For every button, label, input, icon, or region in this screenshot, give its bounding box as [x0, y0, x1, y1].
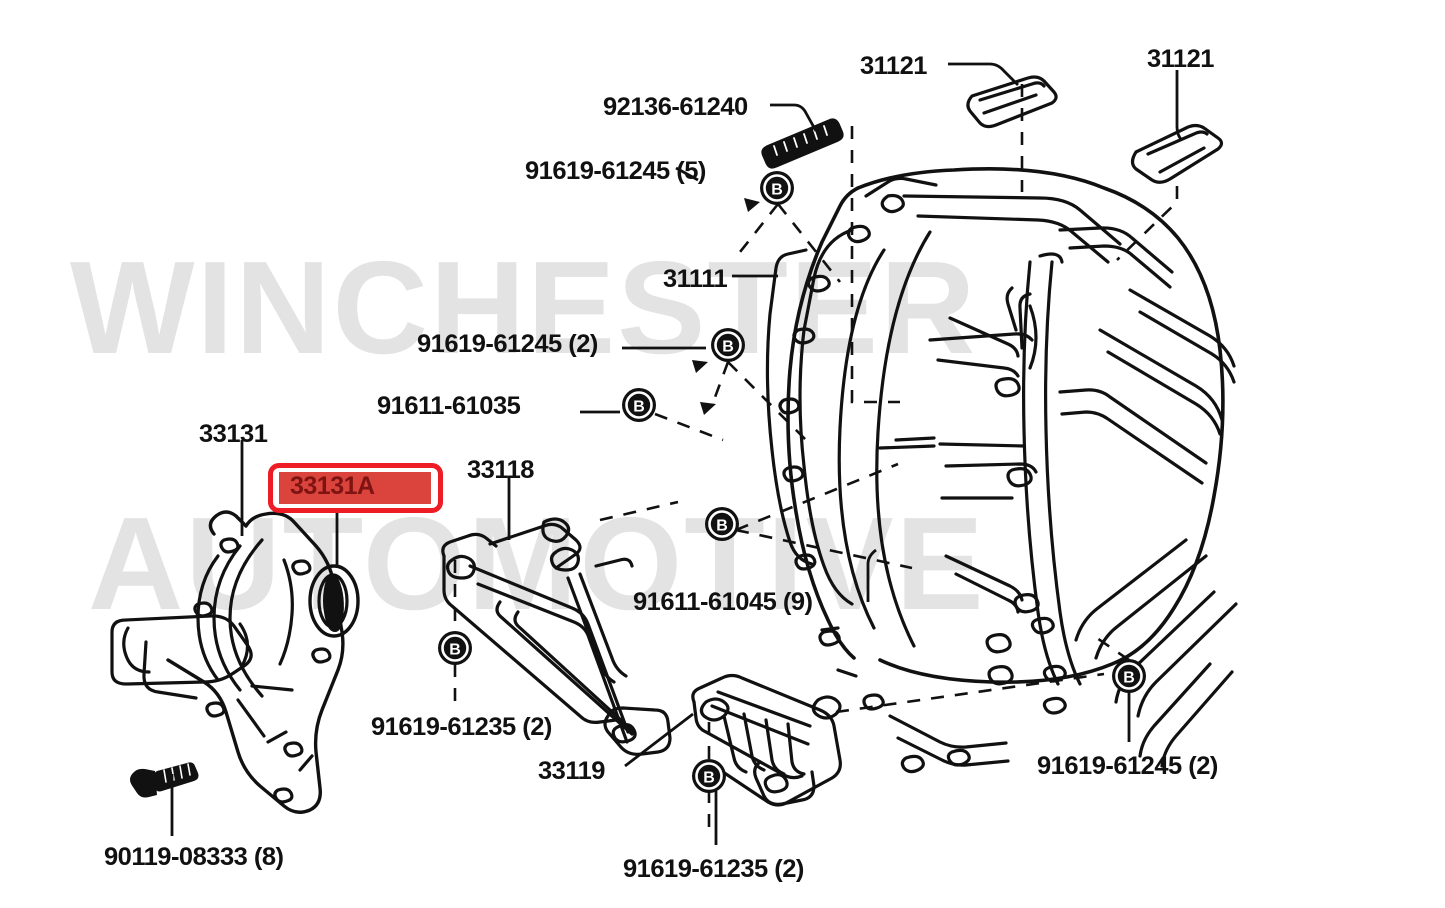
assembly-dashed-lines: [453, 84, 1179, 836]
label-91611-61035: 91611-61035: [377, 392, 521, 420]
svg-text:B: B: [633, 399, 645, 416]
dashed-arrowheads: [692, 198, 760, 415]
label-91619-61235-2-bot: 91619-61235 (2): [623, 855, 804, 883]
highlight-fill-33131A: [279, 472, 431, 504]
label-31121-left: 31121: [860, 52, 927, 80]
label-91619-61235-2-mid: 91619-61235 (2): [371, 713, 552, 741]
leader-lines-solid: [170, 62, 1183, 845]
part-33118-shift-lever-bracket: [441, 517, 672, 756]
label-91619-61245-5: 91619-61245 (5): [525, 157, 706, 185]
part-33131-bearing-retainer: [110, 510, 345, 814]
label-91611-61045-9: 91611-61045 (9): [633, 588, 813, 616]
label-33118: 33118: [467, 456, 534, 484]
svg-text:B: B: [716, 518, 728, 535]
svg-text:B: B: [771, 182, 783, 199]
part-31111-clutch-housing: [765, 167, 1238, 774]
label-33131A-highlighted: 33131A: [290, 472, 375, 500]
part-90119-08333-bolt: [130, 762, 199, 798]
part-33131A-oil-seal: [308, 564, 360, 638]
label-90119-08333-8: 90119-08333 (8): [104, 843, 284, 871]
part-92136-61240-stud: [761, 118, 844, 169]
part-31121-clip-right: [1130, 123, 1224, 184]
svg-text:B: B: [449, 642, 461, 659]
bolt-markers: B B B B B B B: [438, 171, 1146, 793]
part-31121-clip-left: [966, 75, 1058, 129]
label-33119: 33119: [538, 757, 605, 785]
label-91619-61245-2-top: 91619-61245 (2): [417, 330, 598, 358]
label-91619-61245-2-bot: 91619-61245 (2): [1037, 752, 1218, 780]
label-31121-right: 31121: [1147, 45, 1214, 73]
svg-text:B: B: [1123, 670, 1135, 687]
label-31111: 31111: [663, 265, 728, 293]
svg-text:B: B: [703, 770, 715, 787]
svg-text:B: B: [722, 339, 734, 356]
part-33119-support-bracket: [691, 673, 842, 807]
label-33131: 33131: [199, 420, 268, 448]
label-92136-61240: 92136-61240: [603, 93, 748, 121]
